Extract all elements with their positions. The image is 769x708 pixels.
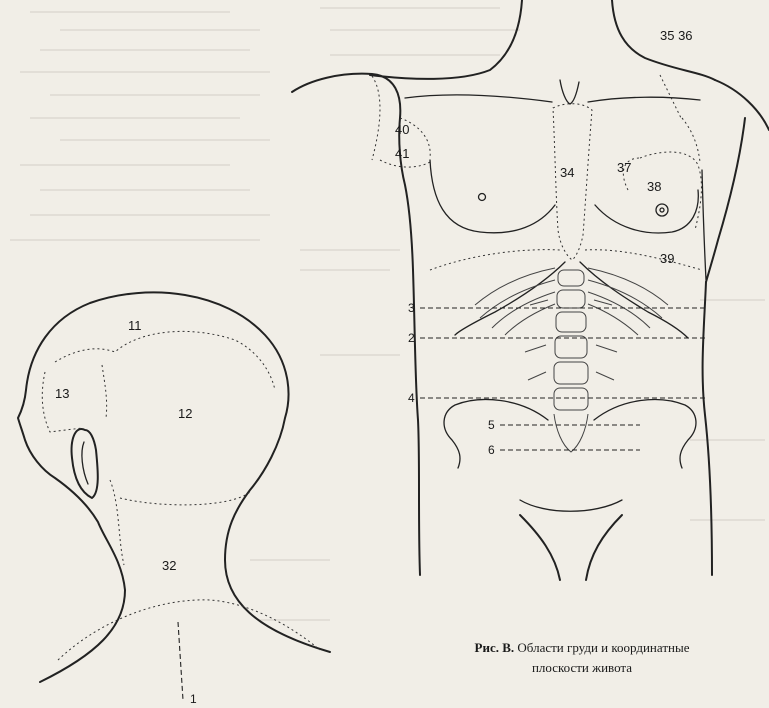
jugular-notch	[560, 80, 579, 104]
region-12-32-boundary	[110, 480, 250, 565]
neck-lower-boundary	[58, 600, 320, 660]
right-arm-inner	[702, 170, 706, 280]
costal-arch-right	[580, 262, 688, 338]
torso-figure: 3 2 4 5 6 35 36 40 41 34 37 38 39	[292, 0, 769, 580]
right-breast	[595, 190, 698, 233]
label-plane-4: 4	[408, 391, 415, 405]
label-41: 41	[395, 146, 409, 161]
label-plane-5: 5	[488, 418, 495, 432]
torso-left-outline	[413, 270, 420, 575]
ear-inner	[82, 442, 88, 484]
region-37-38	[623, 152, 701, 230]
neck-left	[370, 0, 522, 79]
region-13-boundary	[42, 365, 106, 432]
head-figure: 11 13 12 32 1	[18, 292, 330, 706]
clavicle-left	[405, 95, 552, 102]
caption-line-1: Области груди и координатные	[517, 640, 689, 655]
region-11-boundary	[55, 331, 275, 390]
label-39: 39	[660, 251, 674, 266]
caption-prefix: Рис. В.	[475, 640, 515, 655]
ear-outline	[72, 429, 98, 498]
label-1: 1	[190, 692, 197, 706]
iliac-crest-right	[594, 400, 696, 468]
label-plane-3: 3	[408, 301, 415, 315]
label-32: 32	[162, 558, 176, 573]
label-34: 34	[560, 165, 574, 180]
label-plane-2: 2	[408, 331, 415, 345]
right-nipple	[660, 208, 664, 212]
label-38: 38	[647, 179, 661, 194]
label-40: 40	[395, 122, 409, 137]
costal-arch-left	[455, 262, 565, 335]
axilla-boundary	[682, 118, 700, 162]
right-shoulder-arm	[706, 80, 769, 282]
groin-left	[520, 515, 560, 580]
label-37: 37	[617, 160, 631, 175]
figure-caption: Рис. В. Области груди и координатные пло…	[412, 638, 752, 678]
left-nipple	[479, 194, 486, 201]
label-13: 13	[55, 386, 69, 401]
inguinal-line	[520, 500, 622, 511]
caption-line-2: плоскости живота	[412, 658, 752, 678]
label-11: 11	[128, 318, 142, 333]
label-35-36: 35 36	[660, 28, 693, 43]
left-breast	[430, 160, 555, 233]
ribs	[475, 268, 668, 335]
clavicle-right	[588, 97, 700, 102]
iliac-crest-left	[444, 400, 548, 468]
torso-right-outline	[703, 282, 712, 575]
right-areola	[656, 204, 668, 216]
sternum-region	[553, 104, 592, 260]
groin-right	[586, 515, 622, 580]
label-12: 12	[178, 406, 192, 421]
head-outline	[18, 292, 330, 682]
label-plane-6: 6	[488, 443, 495, 457]
spine-midline	[178, 622, 183, 700]
left-shoulder-arm	[292, 74, 413, 270]
